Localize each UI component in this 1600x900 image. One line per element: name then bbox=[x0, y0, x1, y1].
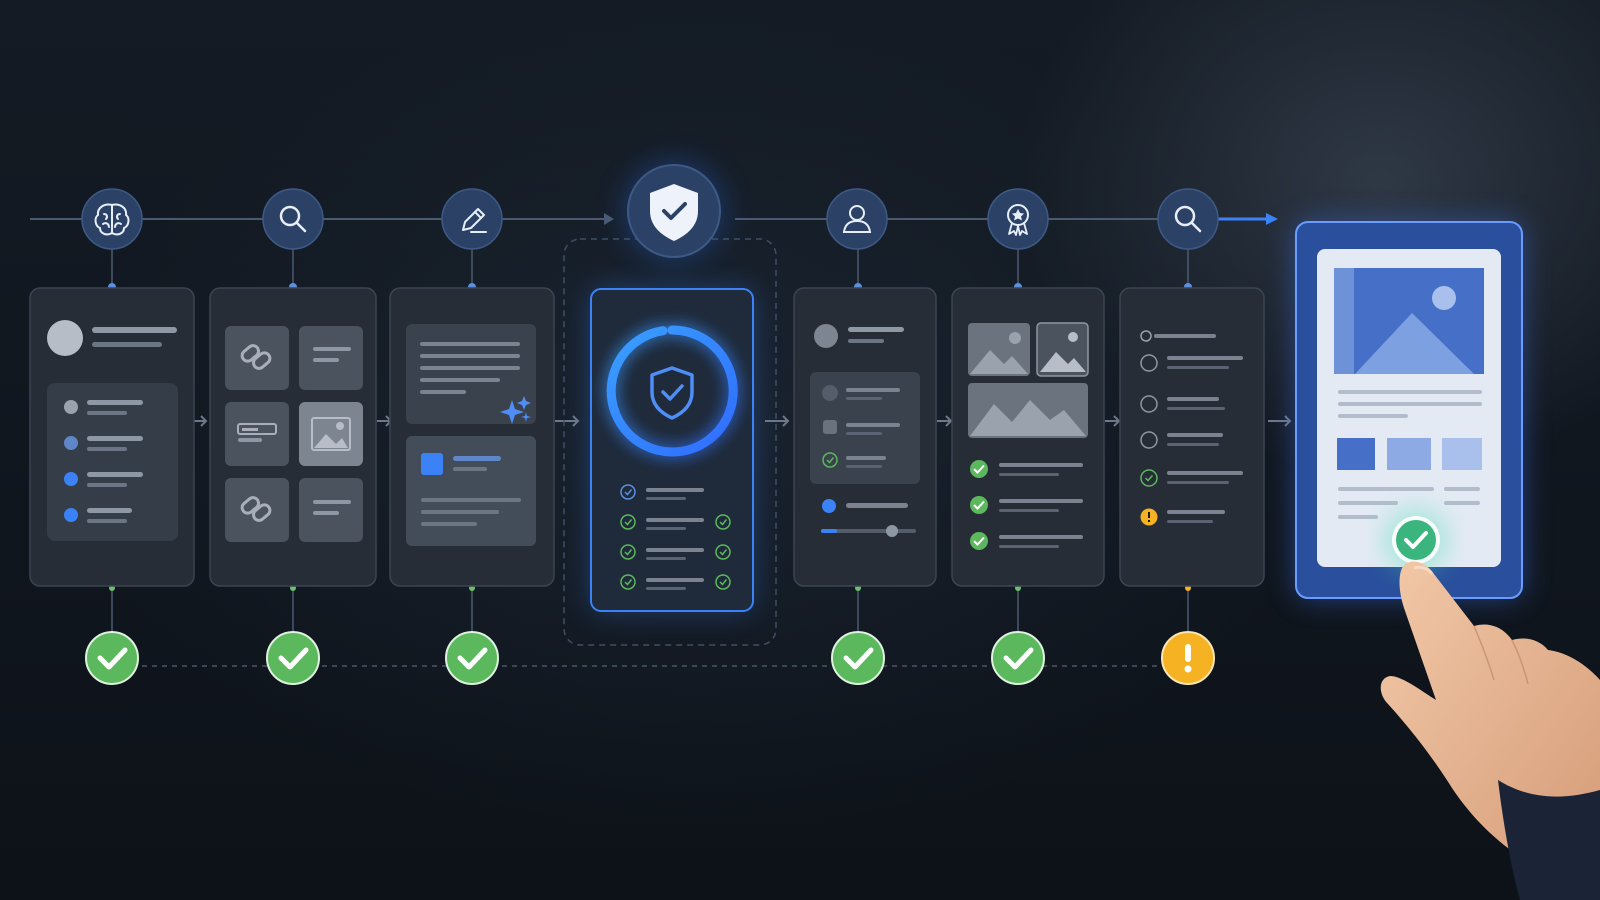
pointing-hand bbox=[1380, 561, 1600, 900]
step-node-5[interactable] bbox=[826, 188, 888, 250]
shield-check-icon bbox=[650, 366, 694, 420]
image-icon bbox=[311, 417, 351, 451]
checklist bbox=[620, 484, 731, 590]
step-card-2[interactable] bbox=[209, 287, 377, 587]
step-node-7[interactable] bbox=[1157, 188, 1219, 250]
check-icon bbox=[1003, 647, 1034, 670]
sleeve bbox=[1498, 780, 1600, 900]
check-icon bbox=[278, 647, 309, 670]
step-card-6[interactable] bbox=[951, 287, 1105, 587]
approve-check-button[interactable] bbox=[1396, 520, 1436, 560]
step-node-4-active[interactable] bbox=[624, 161, 724, 261]
search-icon bbox=[279, 205, 307, 233]
user-icon bbox=[842, 205, 872, 233]
timeline-arrow-1 bbox=[604, 213, 614, 225]
form-field-icon bbox=[237, 423, 277, 442]
vertical-connectors bbox=[111, 249, 1189, 632]
progress-ring bbox=[606, 325, 738, 457]
status-badge-3 bbox=[445, 631, 499, 685]
pencil-icon bbox=[462, 208, 487, 233]
step-node-1[interactable] bbox=[81, 188, 143, 250]
check-icon bbox=[843, 647, 874, 670]
avatar bbox=[47, 320, 83, 356]
avatar bbox=[814, 324, 838, 348]
brain-icon bbox=[94, 203, 130, 236]
step-node-3[interactable] bbox=[441, 188, 503, 250]
final-output-card[interactable] bbox=[1295, 221, 1523, 599]
status-badge-7-warning bbox=[1161, 631, 1215, 685]
status-badge-6 bbox=[991, 631, 1045, 685]
link-icon bbox=[240, 344, 272, 370]
slider-handle[interactable] bbox=[886, 525, 898, 537]
timeline-arrow-2 bbox=[1266, 213, 1278, 225]
step-card-5[interactable] bbox=[793, 287, 937, 587]
shield-check-icon bbox=[650, 184, 698, 241]
permissions-panel bbox=[810, 372, 920, 484]
status-badge-1 bbox=[85, 631, 139, 685]
check-icon bbox=[97, 647, 128, 670]
step-card-7[interactable] bbox=[1119, 287, 1265, 587]
sparkle-icon bbox=[500, 396, 531, 424]
exclamation-icon bbox=[1185, 644, 1191, 662]
step-card-4-active[interactable] bbox=[563, 238, 777, 646]
step-node-6[interactable] bbox=[987, 188, 1049, 250]
status-badge-2 bbox=[266, 631, 320, 685]
check-icon bbox=[1404, 531, 1428, 549]
step-card-1[interactable] bbox=[29, 287, 195, 587]
link-icon bbox=[240, 496, 272, 522]
list-panel bbox=[47, 383, 178, 541]
flow-arrows bbox=[194, 415, 1292, 427]
step-node-2[interactable] bbox=[262, 188, 324, 250]
check-icon bbox=[457, 647, 488, 670]
step-card-3[interactable] bbox=[389, 287, 555, 587]
award-icon bbox=[1007, 204, 1029, 236]
status-badge-5 bbox=[831, 631, 885, 685]
search-icon bbox=[1174, 205, 1202, 233]
